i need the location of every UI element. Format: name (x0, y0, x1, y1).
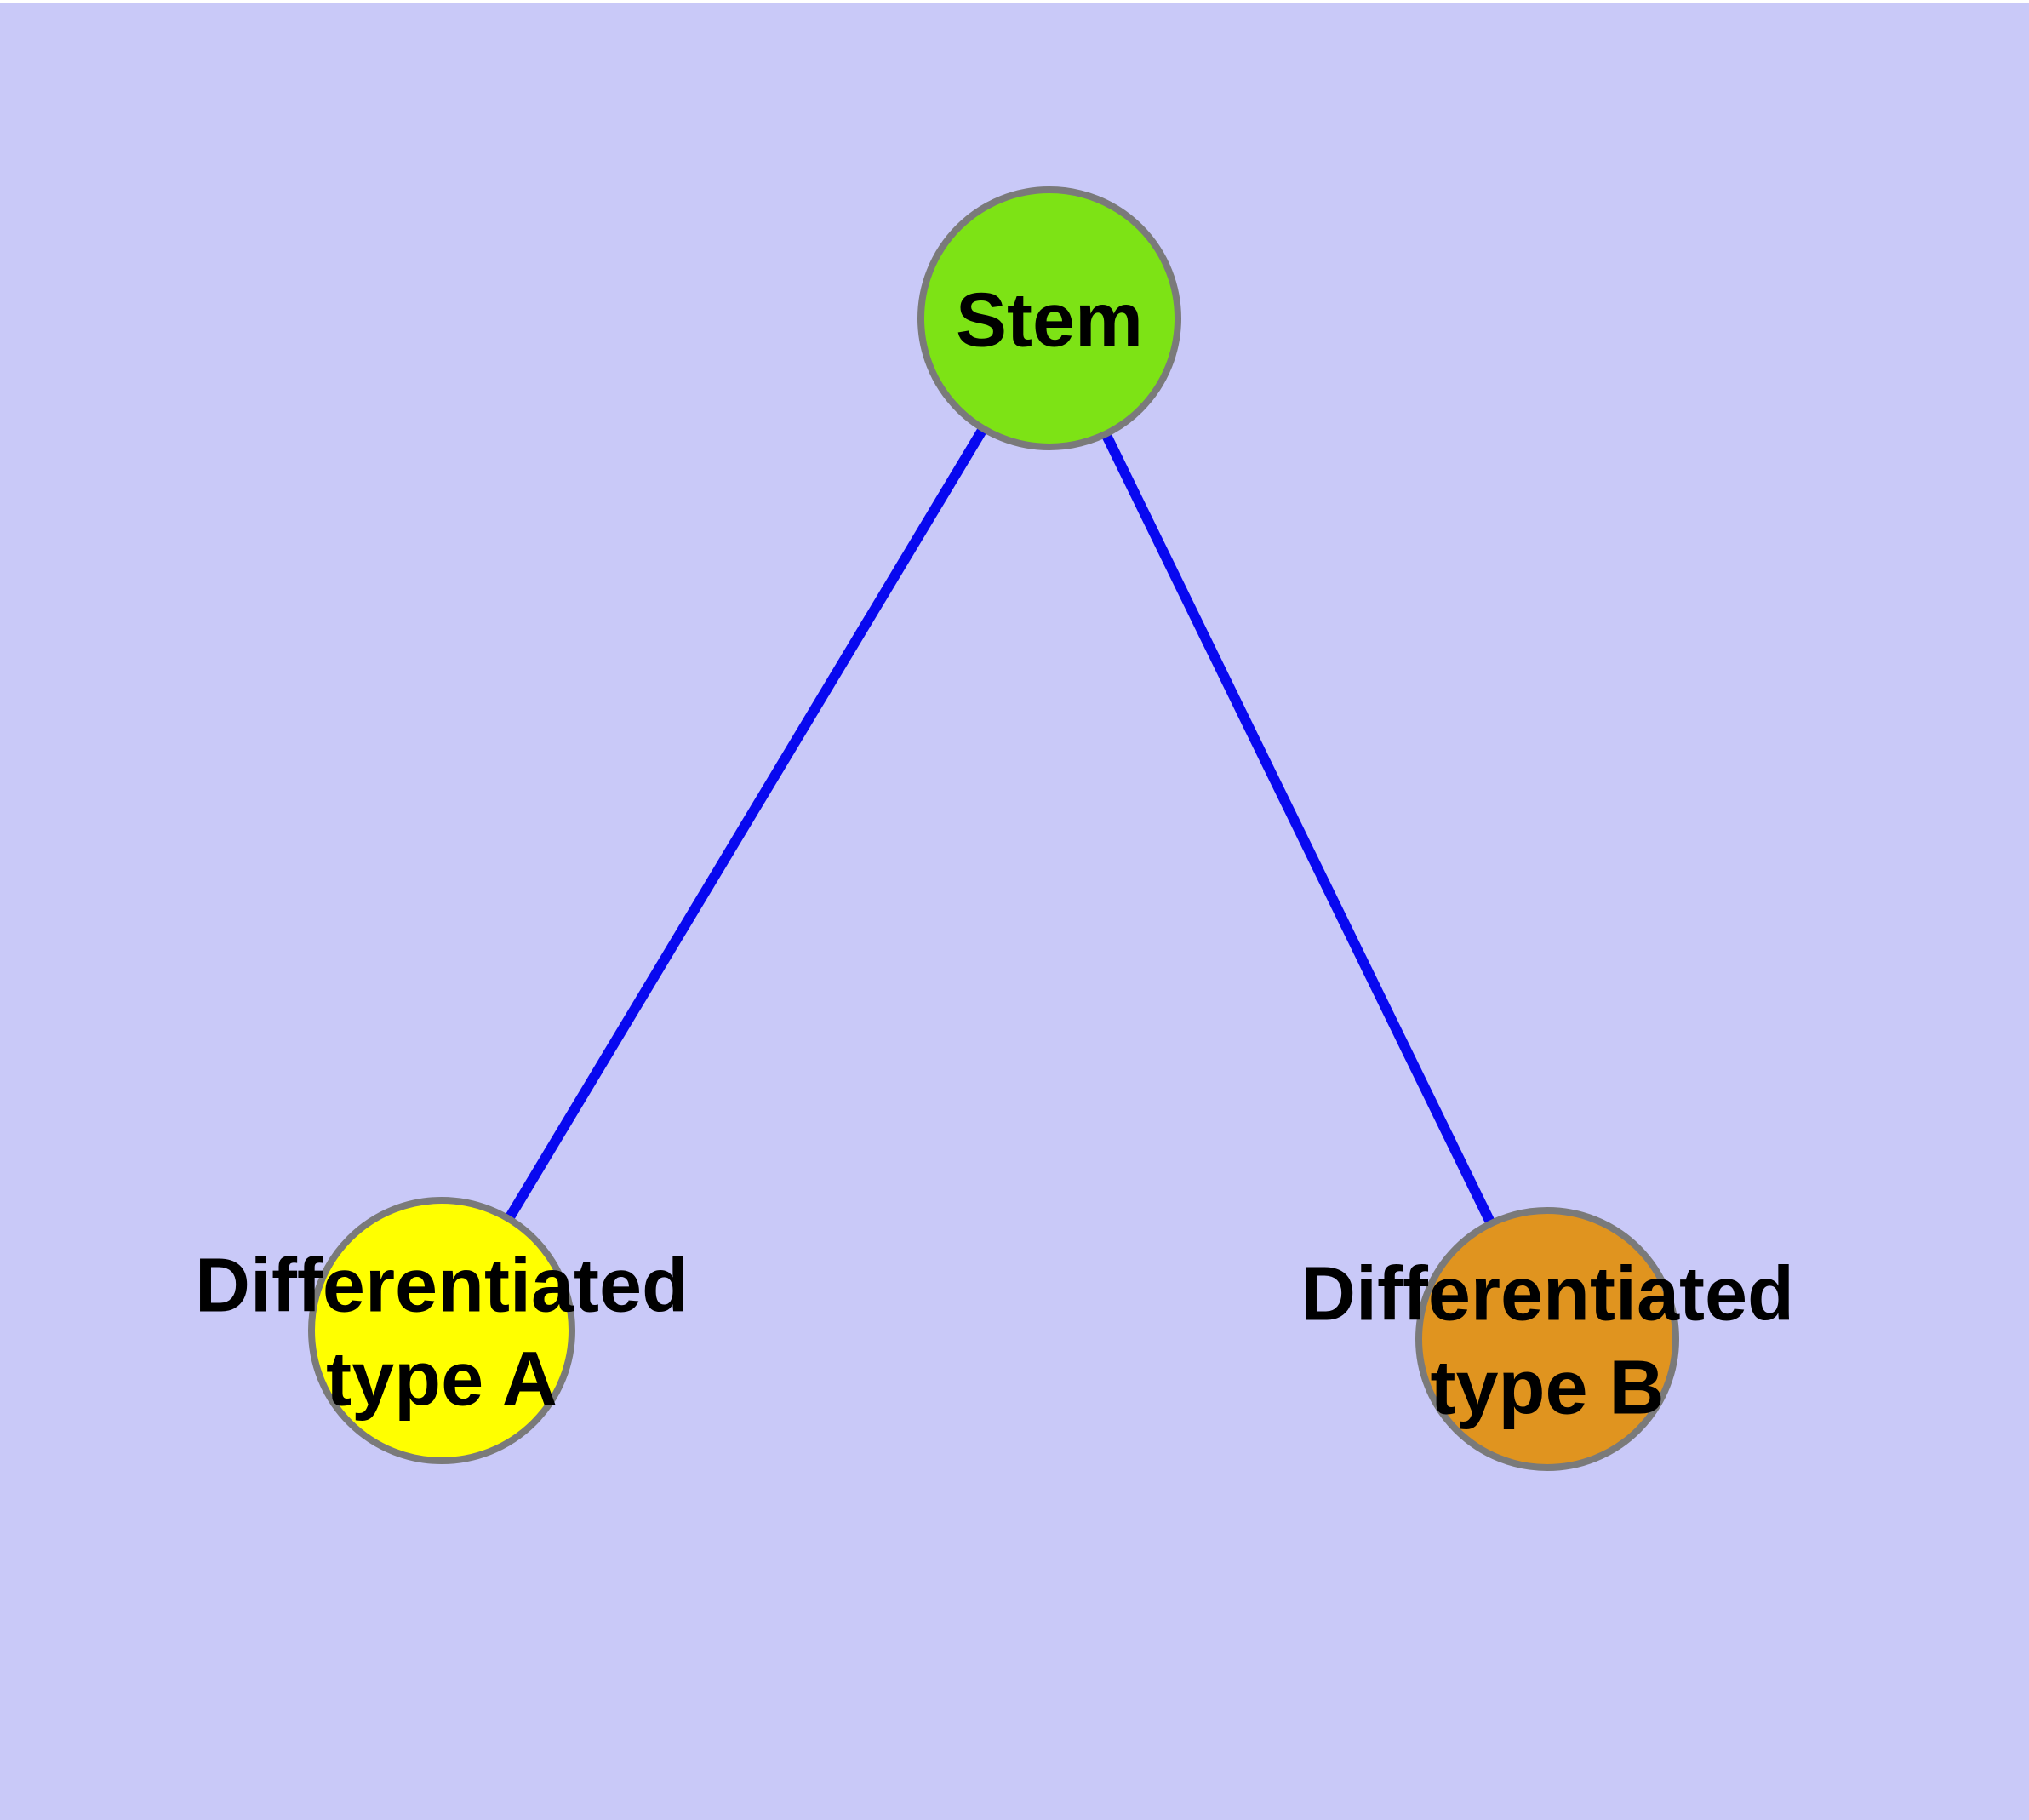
node-stem (917, 186, 1181, 450)
top-border-strip (0, 0, 2029, 3)
node-type-a-label-line1: Differentiated (195, 1243, 689, 1328)
edge-stem-to-type-a (437, 315, 1055, 1334)
node-type-b (1415, 1207, 1679, 1471)
node-type-b-label-line2: type B (1430, 1345, 1664, 1430)
node-type-a (308, 1197, 575, 1464)
node-type-b-label-line1: Differentiated (1300, 1251, 1794, 1336)
edge-stem-to-type-b (1044, 316, 1552, 1342)
node-stem-label: Stem (956, 278, 1143, 363)
node-type-a-label-line2: type A (326, 1336, 557, 1422)
